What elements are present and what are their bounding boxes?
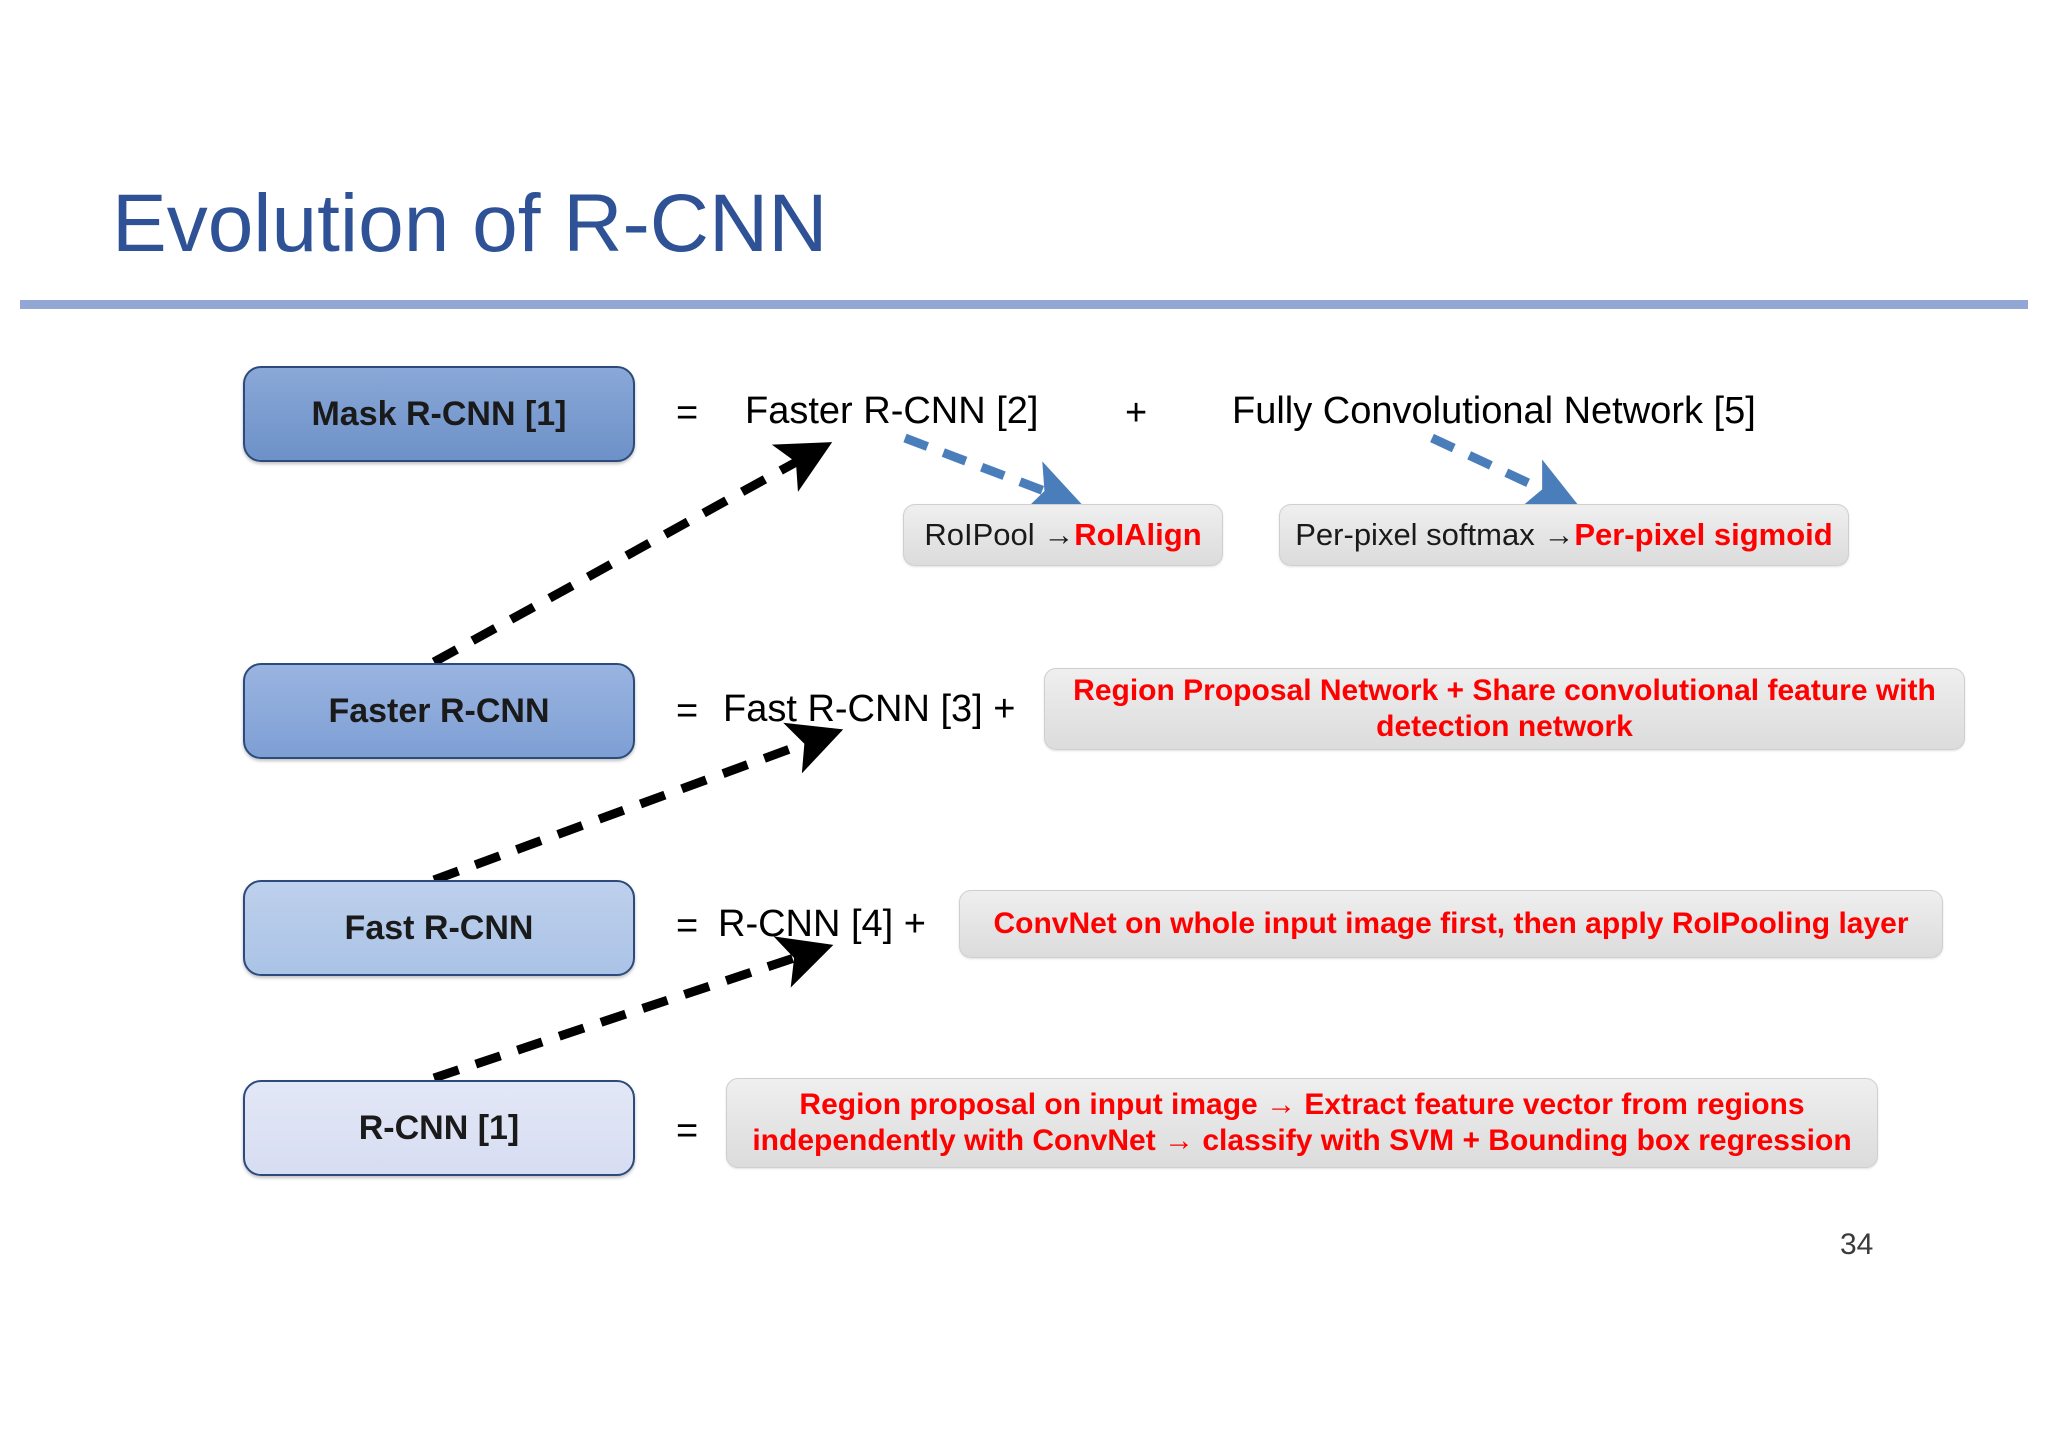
arrow-faster-term-to-roi-note — [903, 433, 1084, 512]
term-fast-rcnn-3: Fast R-CNN [3] + — [723, 688, 1016, 730]
model-box-faster-rcnn[interactable]: Faster R-CNN — [243, 663, 635, 759]
page-title: Evolution of R-CNN — [112, 178, 828, 269]
note-convnet-roipooling: ConvNet on whole input image first, then… — [959, 890, 1943, 958]
title-divider — [20, 300, 2028, 309]
note-pixel-plain: Per-pixel softmax → — [1295, 517, 1575, 552]
note-rpn-text: Region Proposal Network + Share convolut… — [1073, 674, 1936, 743]
arrow-faster-to-mask-equation — [431, 442, 833, 666]
equals-sign-row3: = — [676, 905, 699, 947]
model-box-label: R-CNN [1] — [358, 1108, 520, 1147]
model-box-fast-rcnn[interactable]: Fast R-CNN — [243, 880, 635, 976]
page-number: 34 — [1840, 1228, 1874, 1261]
note-roi-plain: RoIPool → — [924, 517, 1075, 552]
note-per-pixel-sigmoid: Per-pixel softmax → Per-pixel sigmoid — [1279, 504, 1849, 566]
equals-sign-row4: = — [676, 1110, 699, 1152]
note-pixel-accent: Per-pixel sigmoid — [1574, 517, 1833, 552]
model-box-mask-rcnn[interactable]: Mask R-CNN [1] — [243, 366, 635, 462]
term-faster-rcnn-2: Faster R-CNN [2] — [745, 390, 1039, 432]
arrow-fcn-term-to-pixel-note — [1430, 433, 1580, 509]
term-rcnn-4: R-CNN [4] + — [718, 903, 926, 945]
model-box-label: Fast R-CNN — [344, 908, 534, 947]
equals-sign-row1: = — [676, 392, 699, 434]
note-roi-align: RoIPool → RoIAlign — [903, 504, 1223, 566]
note-region-proposal-network: Region Proposal Network + Share convolut… — [1044, 668, 1965, 750]
note-roi-accent: RoIAlign — [1074, 517, 1202, 552]
note-rcnn-pipeline: Region proposal on input image → Extract… — [726, 1078, 1878, 1168]
note-convnet-text: ConvNet on whole input image first, then… — [993, 907, 1909, 940]
term-fully-convolutional-network-5: Fully Convolutional Network [5] — [1232, 390, 1756, 432]
equals-sign-row2: = — [676, 690, 699, 732]
note-rcnn-text: Region proposal on input image → Extract… — [752, 1088, 1852, 1157]
model-box-label: Faster R-CNN — [328, 691, 550, 730]
model-box-rcnn[interactable]: R-CNN [1] — [243, 1080, 635, 1176]
model-box-label: Mask R-CNN [1] — [311, 394, 567, 433]
plus-sign-row1: + — [1125, 392, 1148, 434]
